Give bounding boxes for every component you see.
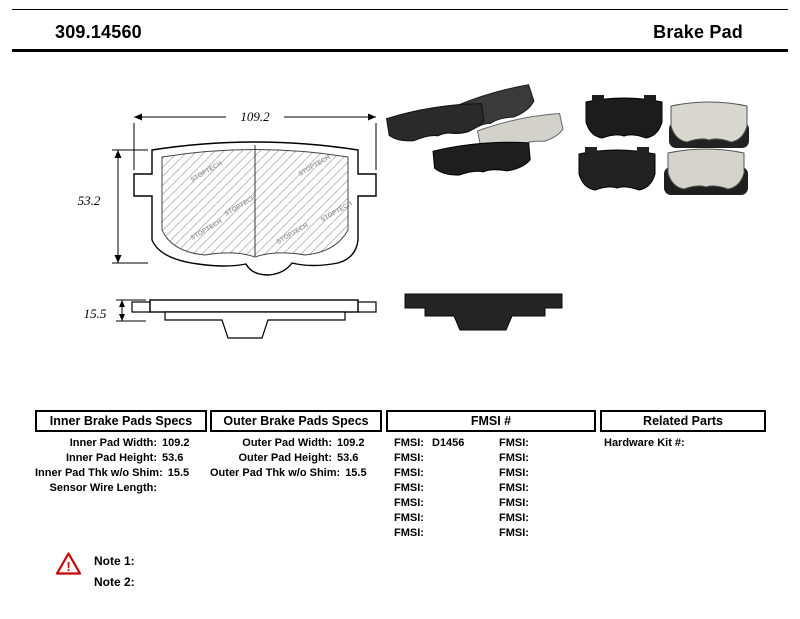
technical-drawing-area: 109.2 53.2 STOPTECH STOPTECH STOPTECH ST… (78, 84, 749, 339)
fmsi-row: FMSI: (491, 466, 596, 481)
height-dimension-lines (112, 149, 148, 264)
header-bottom-rule (12, 49, 788, 52)
product-type-title: Brake Pad (653, 22, 743, 42)
spec-label: Outer Pad Height: (238, 452, 332, 464)
fmsi-row: FMSI: (386, 451, 491, 466)
related-part-label: Hardware Kit #: (604, 437, 685, 449)
photo-backing-plate-top (585, 95, 663, 139)
fmsi-row: FMSI: (491, 481, 596, 496)
spec-row: Outer Pad Height: 53.6 (210, 451, 382, 466)
spec-label: Outer Pad Thk w/o Shim: (210, 467, 341, 479)
photo-friction-pad-top (669, 101, 749, 148)
photo-pad-dark-bottom (432, 141, 531, 176)
fmsi-header: FMSI # (386, 410, 596, 432)
photo-pad-side-profile (404, 293, 563, 331)
fmsi-row: FMSI: (386, 481, 491, 496)
fmsi-label: FMSI: (499, 527, 529, 539)
spec-value (162, 481, 207, 496)
spec-label: Inner Pad Thk w/o Shim: (35, 467, 163, 479)
outer-specs-rows: Outer Pad Width: 109.2 Outer Pad Height:… (210, 436, 382, 481)
fmsi-label: FMSI: (499, 512, 529, 524)
fmsi-row: FMSI: (491, 451, 596, 466)
pad-side-view-drawing (131, 299, 377, 339)
width-dim-label: 109.2 (240, 109, 270, 124)
fmsi-row: FMSI: (386, 511, 491, 526)
fmsi-subcolumn-2: FMSI: FMSI: FMSI: FMSI: FMSI: FMSI: (491, 436, 596, 541)
fmsi-label: FMSI: (499, 497, 529, 509)
warning-triangle-icon: ! (55, 552, 82, 575)
related-parts-header: Related Parts (600, 410, 766, 432)
note-2-label: Note 2: (94, 575, 135, 589)
thickness-dimension-lines (116, 299, 146, 322)
spec-row: Inner Pad Height: 53.6 (35, 451, 207, 466)
fmsi-row: FMSI: (491, 436, 596, 451)
fmsi-row: FMSI: (386, 466, 491, 481)
fmsi-row: FMSI: (491, 496, 596, 511)
photo-pad-cluster (385, 84, 564, 176)
spec-value: 53.6 (162, 452, 184, 464)
spec-row: Inner Pad Thk w/o Shim: 15.5 (35, 466, 207, 481)
spec-label: Inner Pad Height: (65, 452, 157, 464)
photo-pad-dark-left (385, 103, 485, 142)
part-number: 309.14560 (55, 22, 142, 42)
related-part-row: Hardware Kit #: (600, 436, 766, 451)
fmsi-label: FMSI: (394, 527, 424, 539)
fmsi-label: FMSI: (394, 482, 424, 494)
fmsi-value: D1456 (432, 437, 465, 449)
thickness-dim-label: 15.5 (84, 306, 107, 321)
fmsi-label: FMSI: (394, 512, 424, 524)
fmsi-row: FMSI: (491, 511, 596, 526)
fmsi-label: FMSI: (394, 467, 424, 479)
related-parts-column: Related Parts Hardware Kit #: (600, 410, 766, 451)
spec-value: 109.2 (337, 437, 365, 449)
inner-specs-column: Inner Brake Pads Specs Inner Pad Width: … (35, 410, 207, 496)
outer-specs-column: Outer Brake Pads Specs Outer Pad Width: … (210, 410, 382, 481)
photo-pad-pairs (578, 95, 749, 195)
spec-row: Inner Pad Width: 109.2 (35, 436, 207, 451)
fmsi-row: FMSI: D1456 (386, 436, 491, 451)
fmsi-subcolumn-1: FMSI: D1456 FMSI: FMSI: FMSI: FMSI: FMSI… (386, 436, 491, 541)
width-dimension-lines (133, 113, 377, 170)
photo-friction-pad-bottom (664, 148, 748, 195)
fmsi-row: FMSI: (386, 526, 491, 541)
related-parts-rows: Hardware Kit #: (600, 436, 766, 451)
fmsi-column: FMSI # FMSI: D1456 FMSI: FMSI: FMSI: FMS… (386, 410, 596, 541)
fmsi-label: FMSI: (499, 452, 529, 464)
fmsi-label: FMSI: (499, 467, 529, 479)
spec-value: 53.6 (337, 452, 359, 464)
fmsi-label: FMSI: (394, 452, 424, 464)
height-dim-label: 53.2 (78, 193, 101, 208)
fmsi-label: FMSI: (499, 437, 529, 449)
fmsi-label: FMSI: (394, 497, 424, 509)
spec-value: 109.2 (162, 437, 190, 449)
outer-specs-header: Outer Brake Pads Specs (210, 410, 382, 432)
fmsi-rows: FMSI: D1456 FMSI: FMSI: FMSI: FMSI: FMSI… (386, 436, 596, 541)
fmsi-row: FMSI: (386, 496, 491, 511)
inner-specs-header: Inner Brake Pads Specs (35, 410, 207, 432)
spec-row: Outer Pad Thk w/o Shim: 15.5 (210, 466, 382, 481)
spec-value: 15.5 (167, 467, 190, 479)
inner-specs-rows: Inner Pad Width: 109.2 Inner Pad Height:… (35, 436, 207, 496)
fmsi-row: FMSI: (491, 526, 596, 541)
spec-value: 15.5 (345, 467, 367, 479)
fmsi-label: FMSI: (394, 437, 424, 449)
warning-exclamation: ! (66, 559, 70, 574)
spec-row: Sensor Wire Length: (35, 481, 207, 496)
note-1-label: Note 1: (94, 554, 135, 568)
header-top-rule (12, 9, 788, 10)
photo-backing-plate-bottom (578, 147, 656, 191)
spec-label: Inner Pad Width: (69, 437, 157, 449)
fmsi-label: FMSI: (499, 482, 529, 494)
spec-row: Outer Pad Width: 109.2 (210, 436, 382, 451)
spec-label: Outer Pad Width: (242, 437, 332, 449)
spec-label: Sensor Wire Length: (49, 482, 157, 494)
